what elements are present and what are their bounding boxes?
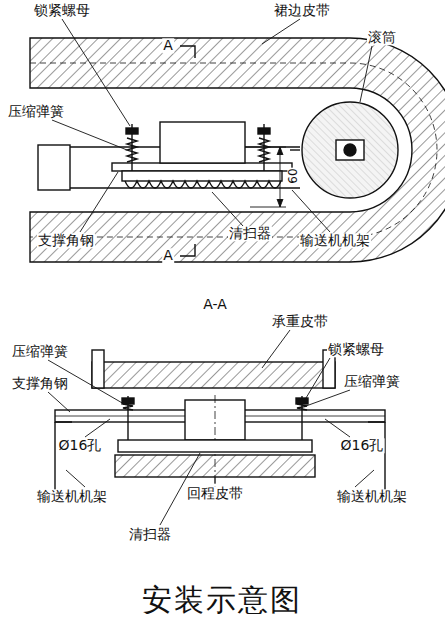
section-letter: A	[162, 248, 174, 263]
part-label: Ø16孔	[58, 438, 103, 453]
frame-tube	[38, 145, 70, 190]
leader-lines	[52, 19, 372, 232]
part-label: 支撑角钢	[11, 376, 69, 391]
cleaner-blade	[125, 181, 281, 188]
part-label: 滚筒	[367, 30, 397, 45]
support-angle	[112, 163, 292, 171]
frame-channel	[368, 422, 385, 495]
part-label: 回程皮带	[186, 486, 244, 501]
section-letter: A	[162, 38, 174, 53]
part-label: 清扫器	[228, 226, 272, 241]
belt-skirt	[92, 350, 104, 388]
bolt-spring	[126, 124, 138, 171]
centerline	[290, 149, 300, 150]
part-label: 支撑角钢	[37, 233, 95, 248]
drum	[302, 102, 398, 198]
part-label: 承重皮带	[271, 314, 329, 329]
cleaner-block	[160, 122, 245, 163]
dimension-60	[245, 147, 286, 207]
part-label: 输送机机架	[36, 489, 108, 504]
part-label: 清扫器	[128, 527, 172, 542]
skirt-belt	[30, 38, 445, 262]
part-label: 压缩弹簧	[7, 104, 65, 119]
cleaner-plate	[122, 171, 282, 181]
bearing-block	[336, 140, 364, 160]
part-label: 裙边皮带	[273, 3, 331, 18]
part-label: 锁紧螺母	[33, 3, 91, 18]
part-label: 压缩弹簧	[343, 374, 401, 389]
section-mark	[180, 244, 195, 256]
part-label: 锁紧螺母	[327, 342, 385, 357]
bolt-spring	[122, 396, 134, 440]
drawing-title: 安装示意图	[142, 580, 302, 621]
section-mark	[180, 46, 195, 58]
cleaner-plate	[118, 440, 312, 452]
part-label: Ø16孔	[340, 438, 385, 453]
part-label: 压缩弹簧	[11, 344, 69, 359]
top-view	[30, 19, 445, 262]
dimension-text: 60	[287, 167, 300, 184]
return-belt	[115, 455, 315, 477]
bolt-spring	[258, 124, 270, 171]
part-label: 输送机机架	[299, 233, 371, 248]
part-label: 输送机机架	[336, 489, 408, 504]
carrying-belt	[92, 362, 335, 388]
belt-centerline	[30, 63, 437, 237]
drum-shaft	[344, 144, 356, 156]
section-letter: A-A	[202, 297, 228, 312]
frame-channel	[55, 422, 72, 495]
bolt-spring	[296, 396, 308, 440]
